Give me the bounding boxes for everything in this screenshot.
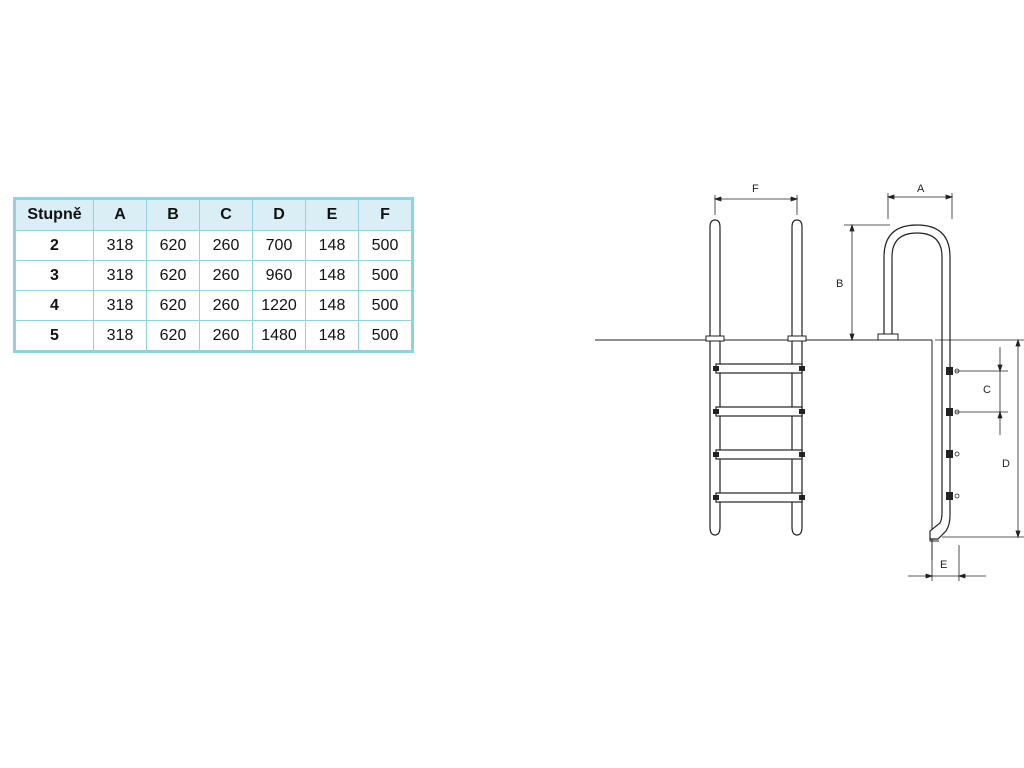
step-1	[715, 363, 803, 374]
cell-c: 260	[199, 230, 253, 261]
label-a: A	[917, 183, 925, 195]
cell-c: 260	[199, 290, 253, 321]
table-header-row: Stupně A B C D E F	[15, 199, 412, 231]
right-rail	[791, 219, 803, 536]
cell-a: 318	[93, 290, 147, 321]
left-rail	[709, 219, 721, 536]
cell-steps: 4	[15, 290, 94, 321]
dimension-d	[935, 338, 1024, 539]
ladder-diagram: F A B C D E	[595, 183, 1024, 581]
cell-b: 620	[146, 260, 200, 291]
cell-d: 700	[252, 230, 306, 261]
side-handrail	[883, 224, 951, 540]
cell-b: 620	[146, 230, 200, 261]
header-steps: Stupně	[15, 199, 94, 231]
cell-steps: 5	[15, 320, 94, 351]
table-row: 3 318 620 260 960 148 500	[15, 260, 412, 291]
cell-d: 960	[252, 260, 306, 291]
cell-f: 500	[358, 230, 412, 261]
cell-d: 1220	[252, 290, 306, 321]
cell-d: 1480	[252, 320, 306, 351]
ladder-side-view	[877, 224, 960, 542]
cell-c: 260	[199, 260, 253, 291]
step-3	[715, 449, 803, 460]
label-f: F	[752, 183, 759, 195]
step-2	[715, 406, 803, 417]
right-flange	[787, 335, 807, 342]
header-e: E	[305, 199, 359, 231]
table-row: 4 318 620 260 1220 148 500	[15, 290, 412, 321]
cell-b: 620	[146, 290, 200, 321]
dimension-e	[908, 545, 986, 581]
label-e: E	[940, 559, 947, 571]
cell-steps: 3	[15, 260, 94, 291]
cell-c: 260	[199, 320, 253, 351]
cell-e: 148	[305, 230, 359, 261]
dimension-a	[886, 193, 954, 219]
header-c: C	[199, 199, 253, 231]
header-b: B	[146, 199, 200, 231]
header-f: F	[358, 199, 412, 231]
cell-a: 318	[93, 320, 147, 351]
dimension-b	[844, 223, 890, 342]
table-row: 5 318 620 260 1480 148 500	[15, 320, 412, 351]
header-a: A	[93, 199, 147, 231]
cell-f: 500	[358, 260, 412, 291]
table-row: 2 318 620 260 700 148 500	[15, 230, 412, 261]
label-d: D	[1002, 458, 1010, 470]
side-flange	[877, 333, 899, 341]
label-b: B	[836, 278, 843, 290]
cell-a: 318	[93, 260, 147, 291]
dimension-c	[955, 347, 1008, 435]
cell-e: 148	[305, 260, 359, 291]
dimension-table: Stupně A B C D E F 2 318 620 260 700 148…	[13, 197, 414, 353]
cell-e: 148	[305, 290, 359, 321]
left-flange	[705, 335, 725, 342]
cell-f: 500	[358, 320, 412, 351]
cell-steps: 2	[15, 230, 94, 261]
step-4	[715, 492, 803, 503]
cell-f: 500	[358, 290, 412, 321]
ladder-front-view	[705, 219, 807, 536]
cell-e: 148	[305, 320, 359, 351]
label-c: C	[983, 384, 991, 396]
cell-a: 318	[93, 230, 147, 261]
header-d: D	[252, 199, 306, 231]
dimension-f	[713, 195, 799, 215]
ladder-dimension-table: Stupně A B C D E F 2 318 620 260 700 148…	[15, 199, 412, 351]
cell-b: 620	[146, 320, 200, 351]
